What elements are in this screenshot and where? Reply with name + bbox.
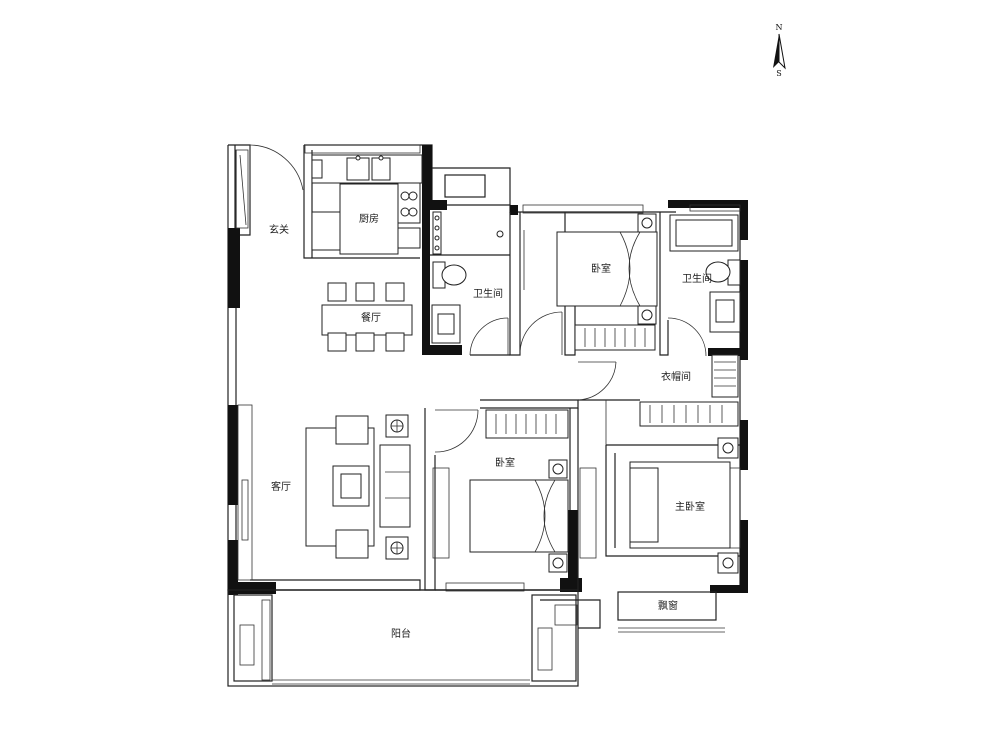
room-label-bathroom-public: 卫生间 <box>473 287 503 300</box>
public-bathroom-fixtures <box>431 211 525 344</box>
room-label-bedroom-north: 卧室 <box>591 262 611 275</box>
windows <box>235 144 741 592</box>
kitchen-fixtures <box>311 154 423 255</box>
room-label-bedroom-south: 卧室 <box>495 456 515 469</box>
room-label-dining: 餐厅 <box>361 311 381 324</box>
room-label-kitchen: 厨房 <box>359 212 379 225</box>
north-bedroom-fixtures <box>556 213 658 351</box>
south-bedroom-fixtures <box>469 409 569 573</box>
master-bathroom-fixtures <box>669 214 741 333</box>
balcony <box>227 589 601 687</box>
compass-south-label: S <box>776 69 781 78</box>
bay-window <box>617 591 725 633</box>
living-room-furniture <box>305 414 411 560</box>
room-label-living: 客厅 <box>271 480 291 493</box>
doors <box>249 144 707 453</box>
master-bedroom-fixtures <box>629 437 739 574</box>
walls <box>228 145 748 595</box>
room-label-bathroom-master: 卫生间 <box>682 272 712 285</box>
room-label-master-bedroom: 主卧室 <box>675 500 705 513</box>
room-label-entrance: 玄关 <box>269 223 289 236</box>
dining-set <box>321 282 413 352</box>
north-arrow-icon: N S <box>773 23 786 78</box>
room-label-bay-window: 飘窗 <box>658 599 678 612</box>
room-label-cloakroom: 衣帽间 <box>661 370 691 383</box>
cloakroom-wardrobes <box>639 354 739 427</box>
room-labels: 玄关 厨房 餐厅 客厅 卫生间 卧室 卫生间 衣帽间 卧室 主卧室 飘窗 阳台 <box>269 212 712 640</box>
compass-north-label: N <box>776 23 783 32</box>
room-label-balcony: 阳台 <box>391 627 411 640</box>
